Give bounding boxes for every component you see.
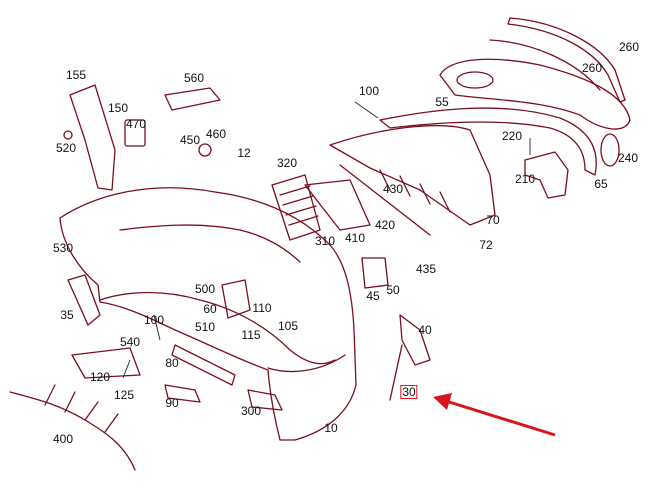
- bracket-90: [164, 384, 201, 403]
- label-55[interactable]: 55: [435, 95, 449, 109]
- callout-arrow-head: [433, 393, 452, 410]
- label-12[interactable]: 12: [237, 146, 251, 160]
- label-430[interactable]: 430: [382, 182, 404, 196]
- bumper-cover-10: [59, 187, 357, 441]
- bumper-inner-edge: [99, 291, 336, 365]
- label-100-top[interactable]: 100: [358, 84, 380, 98]
- label-45[interactable]: 45: [366, 289, 380, 303]
- label-150[interactable]: 150: [107, 101, 129, 115]
- label-320[interactable]: 320: [276, 156, 298, 170]
- sensor-450: [198, 143, 212, 157]
- bracket-120: [71, 347, 141, 379]
- bracket-40: [399, 314, 431, 366]
- wire-harness-400: [9, 391, 136, 471]
- exhaust-cutout-left: [456, 71, 494, 89]
- label-300[interactable]: 300: [240, 404, 262, 418]
- label-450[interactable]: 450: [179, 133, 201, 147]
- label-50[interactable]: 50: [386, 283, 400, 297]
- reflector-45: [361, 257, 389, 289]
- trim-strip-260: [507, 17, 626, 103]
- trim-strip-lower: [489, 39, 601, 91]
- label-60[interactable]: 60: [203, 302, 217, 316]
- upper-trim-65: [379, 107, 597, 176]
- label-260-top[interactable]: 260: [618, 40, 640, 54]
- label-470[interactable]: 470: [125, 117, 147, 131]
- rear-panel-260: [439, 58, 631, 130]
- label-115[interactable]: 115: [241, 328, 261, 342]
- absorber-grid: [279, 185, 319, 226]
- wire-branches: [44, 384, 119, 433]
- label-110[interactable]: 110: [252, 301, 272, 315]
- label-155[interactable]: 155: [65, 68, 87, 82]
- label-460[interactable]: 460: [205, 127, 227, 141]
- label-30-highlighted[interactable]: 30: [400, 385, 418, 399]
- label-420[interactable]: 420: [374, 218, 396, 232]
- diffuser-70: [329, 124, 496, 226]
- label-500[interactable]: 500: [194, 282, 216, 296]
- label-100-mid[interactable]: 100: [143, 313, 165, 327]
- label-125[interactable]: 125: [113, 388, 135, 402]
- label-520[interactable]: 520: [55, 141, 77, 155]
- bracket-210: [524, 151, 569, 199]
- label-70[interactable]: 70: [486, 213, 500, 227]
- label-260-mid[interactable]: 260: [581, 61, 603, 75]
- label-10[interactable]: 10: [324, 421, 338, 435]
- strip-30: [389, 344, 403, 401]
- label-40[interactable]: 40: [418, 323, 432, 337]
- cover-470: [124, 119, 146, 147]
- label-72[interactable]: 72: [479, 238, 493, 252]
- callout-arrow: [445, 399, 556, 437]
- label-35[interactable]: 35: [60, 308, 74, 322]
- strip-430: [339, 164, 431, 236]
- label-80[interactable]: 80: [165, 356, 179, 370]
- bracket-300: [247, 389, 283, 411]
- exhaust-tip-240: [600, 133, 620, 167]
- leader-lines: [122, 101, 531, 379]
- label-105[interactable]: 105: [277, 319, 299, 333]
- bracket-150: [69, 84, 116, 191]
- label-540[interactable]: 540: [119, 335, 141, 349]
- label-90[interactable]: 90: [165, 396, 179, 410]
- label-120[interactable]: 120: [89, 370, 111, 384]
- label-510[interactable]: 510: [194, 320, 216, 334]
- label-530[interactable]: 530: [52, 241, 74, 255]
- label-410[interactable]: 410: [344, 231, 366, 245]
- bracket-500: [221, 279, 251, 319]
- label-65[interactable]: 65: [594, 177, 608, 191]
- panel-560: [164, 87, 221, 111]
- label-310[interactable]: 310: [314, 234, 336, 248]
- label-400[interactable]: 400: [52, 432, 74, 446]
- clip-520: [63, 130, 73, 140]
- label-210[interactable]: 210: [514, 172, 536, 186]
- bracket-410: [304, 179, 371, 231]
- label-560[interactable]: 560: [183, 71, 205, 85]
- label-220[interactable]: 220: [501, 129, 523, 143]
- guide-80: [171, 344, 236, 386]
- bracket-35: [67, 274, 101, 326]
- label-435[interactable]: 435: [415, 262, 437, 276]
- label-240[interactable]: 240: [617, 151, 639, 165]
- absorber-310: [271, 174, 321, 241]
- bumper-top-channel: [119, 224, 301, 263]
- bumper-lower-lip: [267, 354, 346, 373]
- diffuser-fins: [379, 169, 451, 213]
